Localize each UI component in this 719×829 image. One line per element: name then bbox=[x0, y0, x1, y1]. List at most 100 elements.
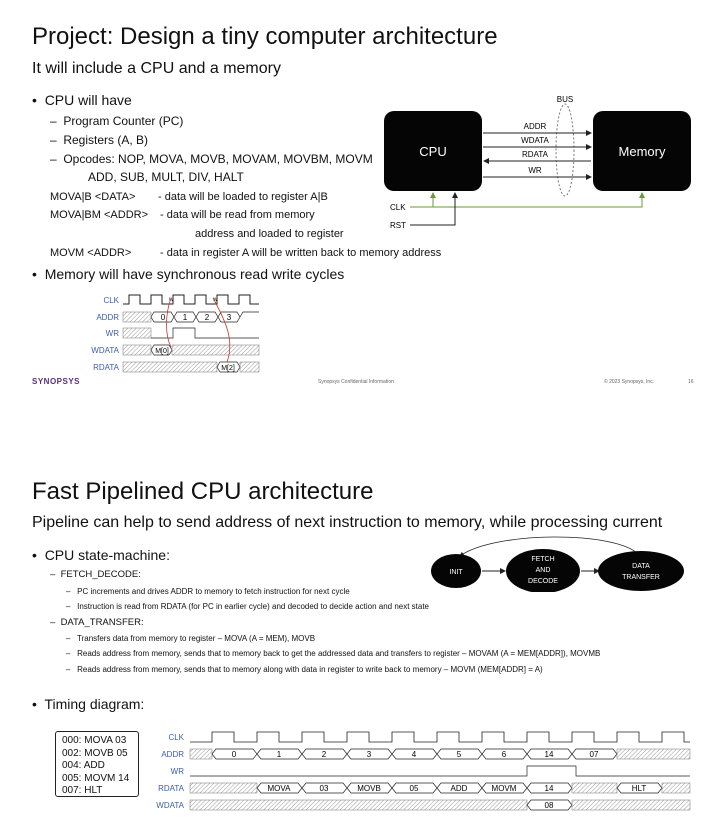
program-line: 002: MOVB 05 bbox=[62, 747, 128, 759]
cpu-memory-block-diagram: CPU Memory BUS ADDR WDATA RDATA WR CLK R… bbox=[384, 95, 691, 230]
rst-label: RST bbox=[390, 221, 406, 230]
wr-hatch bbox=[122, 327, 152, 339]
instr-desc: - data will be read from memory bbox=[160, 209, 315, 221]
wr-waveform bbox=[151, 327, 259, 339]
wdata-label: WDATA bbox=[521, 136, 549, 145]
rdata2-hatch bbox=[571, 782, 618, 794]
rdata-cell-text: M[2] bbox=[221, 365, 235, 372]
sub-item: – Program Counter (PC) bbox=[50, 114, 184, 128]
program-line: 007: HLT bbox=[62, 785, 103, 796]
state-init bbox=[431, 554, 481, 588]
addr-tail bbox=[239, 311, 259, 318]
wr2-waveform bbox=[190, 765, 690, 777]
state-init-label: INIT bbox=[449, 569, 463, 576]
cpu-bullet: • CPU will have bbox=[32, 92, 132, 108]
program-listing: 000: MOVA 03 002: MOVB 05 004: ADD 005: … bbox=[55, 731, 139, 797]
state-fetch-label: FETCH bbox=[531, 556, 554, 563]
dt-item: – Reads address from memory, sends that … bbox=[66, 649, 601, 658]
wdata2-text: 08 bbox=[545, 801, 554, 810]
addr-cell-text: 1 bbox=[183, 313, 188, 322]
addr2-text: 5 bbox=[457, 750, 462, 759]
timing2-row-label: RDATA bbox=[158, 784, 185, 793]
timing-bullet-text: Timing diagram: bbox=[44, 696, 145, 712]
program-line: 004: ADD bbox=[62, 760, 105, 771]
rst-line bbox=[410, 192, 458, 226]
addr2-text: 14 bbox=[545, 750, 554, 759]
addr2-text: 6 bbox=[502, 750, 507, 759]
state-machine-diagram: INIT FETCH AND DECODE DATA TRANSFER bbox=[431, 536, 684, 592]
dt-label: – DATA_TRANSFER: bbox=[50, 617, 144, 628]
clk-mark: w bbox=[168, 297, 174, 303]
mem-bullet: • Memory will have synchronous read writ… bbox=[32, 266, 345, 282]
rdata2-hatch bbox=[189, 782, 258, 794]
cpu-bullet-text: CPU will have bbox=[44, 92, 132, 108]
rdata2-text: MOVM bbox=[492, 784, 517, 793]
wdata-hatch bbox=[171, 344, 260, 356]
footer-copyright: © 2023 Synopsys, Inc. bbox=[604, 379, 655, 385]
rdata2-text: ADD bbox=[451, 784, 468, 793]
rdata2-hatch bbox=[661, 782, 691, 794]
red-arrow bbox=[166, 297, 172, 348]
loop-arrow bbox=[459, 536, 639, 557]
sub-item-text: Registers (A, B) bbox=[63, 133, 149, 147]
rdata2-text: 05 bbox=[410, 784, 419, 793]
timing2-row-label: ADDR bbox=[161, 750, 184, 759]
clk-label: CLK bbox=[390, 203, 406, 212]
slide2-timing-diagram: CLK ADDR WR RDATA WDATA 0 1 2 3 4 5 6 14… bbox=[156, 731, 691, 811]
fetch-item: – PC increments and drives ADDR to memor… bbox=[66, 587, 350, 596]
fetch-item-text: PC increments and drives ADDR to memory … bbox=[77, 587, 350, 596]
rdata2-text: 14 bbox=[545, 784, 554, 793]
instr-desc: - data will be loaded to register A|B bbox=[158, 191, 328, 203]
footer-center: Synopsys Confidential Information bbox=[318, 379, 394, 385]
timing2-row-label: WR bbox=[171, 767, 185, 776]
instr-op: MOVM <ADDR> bbox=[50, 247, 132, 259]
rdata-label: RDATA bbox=[522, 150, 549, 159]
timing2-row-label: CLK bbox=[168, 733, 184, 742]
instr-op: MOVA|BM <ADDR> bbox=[50, 209, 149, 221]
sub-item-text: Opcodes: NOP, MOVA, MOVB, MOVAM, MOVBM, … bbox=[63, 152, 373, 166]
addr-cell-text: 0 bbox=[161, 313, 166, 322]
state-data-transfer bbox=[598, 551, 684, 591]
sub-item-text: Program Counter (PC) bbox=[63, 114, 184, 128]
sm-bullet-text: CPU state-machine: bbox=[44, 547, 170, 563]
instr-op: MOVA|B <DATA> bbox=[50, 191, 136, 203]
rdata2-text: HLT bbox=[632, 784, 647, 793]
clk2-waveform bbox=[190, 731, 690, 743]
sub-item: – Registers (A, B) bbox=[50, 133, 149, 147]
bus-label: BUS bbox=[557, 95, 573, 104]
rdata-hatch bbox=[122, 361, 218, 373]
addr-hatch bbox=[122, 311, 152, 323]
fetch-label: – FETCH_DECODE: bbox=[50, 569, 141, 580]
program-line: 000: MOVA 03 bbox=[62, 735, 127, 746]
slide2-title: Fast Pipelined CPU architecture bbox=[32, 478, 374, 505]
timing-row-label: ADDR bbox=[96, 313, 119, 322]
fetch-item-text: Instruction is read from RDATA (for PC i… bbox=[77, 602, 429, 611]
timing-row-label: CLK bbox=[103, 296, 119, 305]
sub-item: – Opcodes: NOP, MOVA, MOVB, MOVAM, MOVBM… bbox=[50, 152, 373, 166]
addr2-hatch bbox=[616, 748, 691, 760]
slide1-subtitle: It will include a CPU and a memory bbox=[32, 60, 281, 77]
timing-bullet: • Timing diagram: bbox=[32, 696, 145, 712]
mem-bullet-text: Memory will have synchronous read write … bbox=[44, 266, 345, 282]
clk-mark: w bbox=[212, 297, 218, 303]
wdata-cell-text: M[0] bbox=[155, 348, 169, 355]
wdata-hatch bbox=[122, 344, 152, 356]
addr2-text: 1 bbox=[277, 750, 282, 759]
memory-block bbox=[593, 111, 691, 191]
slide2-subtitle: Pipeline can help to send address of nex… bbox=[32, 514, 663, 531]
addr2-text: 0 bbox=[232, 750, 237, 759]
addr-label: ADDR bbox=[524, 122, 547, 131]
addr-cell-text: 2 bbox=[205, 313, 210, 322]
addr2-text: 4 bbox=[412, 750, 417, 759]
timing-row-label: WDATA bbox=[91, 346, 119, 355]
rdata2-text: MOVA bbox=[268, 784, 292, 793]
dt-label-text: DATA_TRANSFER: bbox=[60, 617, 144, 628]
dt-item: – Reads address from memory, sends that … bbox=[66, 665, 543, 674]
wr-label: WR bbox=[528, 166, 542, 175]
memory-label: Memory bbox=[619, 144, 666, 159]
synopsys-logo: SYNOPSYS bbox=[32, 377, 81, 386]
clk-line bbox=[410, 192, 645, 208]
dt-item: – Transfers data from memory to register… bbox=[66, 634, 316, 643]
slide1-title: Project: Design a tiny computer architec… bbox=[32, 23, 498, 50]
dt-item-text: Reads address from memory, sends that to… bbox=[77, 665, 543, 674]
